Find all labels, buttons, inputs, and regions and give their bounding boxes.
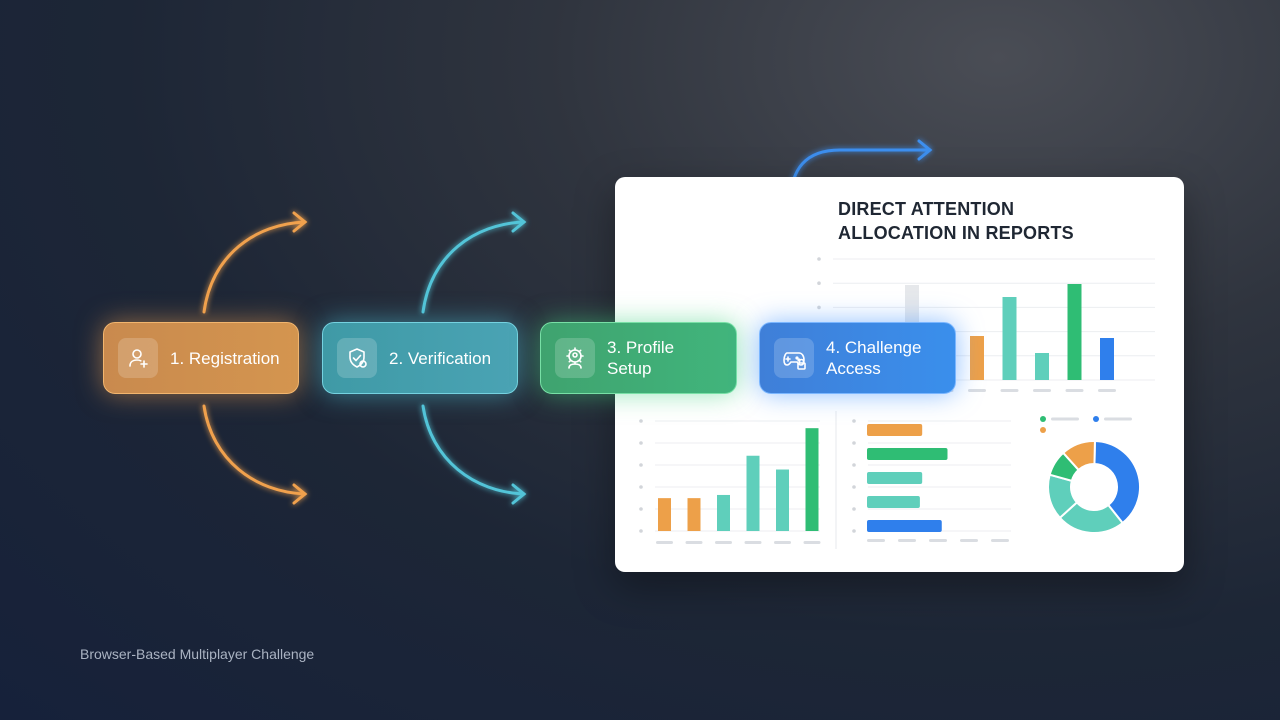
left-chart-xtick [803,541,821,544]
hbar-chart-tick-dot [852,463,856,467]
left-chart-xtick [774,541,791,544]
hbar-chart-tick-dot [852,529,856,533]
left-chart-bar [658,498,671,531]
step-verification-label: 2. Verification [389,348,492,368]
report-charts [639,257,1155,549]
donut-legend-label-placeholder [1104,417,1132,421]
top-chart-tick-dot [817,257,821,261]
left-chart-tick-dot [639,419,643,423]
hbar-chart-bar [867,448,948,460]
top-chart-xtick [1065,389,1084,392]
donut-slice [1061,440,1096,472]
left-chart-tick-dot [639,441,643,445]
gamepad-lock-icon [774,338,814,378]
top-chart-tick-dot [817,305,821,310]
top-chart-bar [970,336,984,380]
top-chart-bar [1067,284,1082,380]
top-chart-bar [1100,338,1114,380]
left-chart-tick-dot [639,463,643,467]
arc-orange [202,211,308,505]
hbar-chart-bar [867,472,923,484]
left-chart-bar [687,498,701,531]
top-chart-xtick [968,389,986,392]
footer-caption: Browser-Based Multiplayer Challenge [80,646,315,662]
left-chart-tick-dot [639,485,643,489]
left-chart-tick-dot [639,507,643,511]
hbar-chart-xtick [867,539,885,542]
hbar-chart-xtick [991,539,1009,542]
step-registration[interactable]: 1. Registration [103,322,299,394]
report-title-line-2: ALLOCATION IN REPORTS [838,223,1074,243]
hbar-chart-bar [867,496,920,508]
top-chart-xtick [1000,389,1019,392]
left-chart-xtick [744,541,762,544]
donut-legend-swatch [1040,416,1046,422]
hbar-chart-tick-dot [852,441,856,445]
hbar-chart-tick-dot [852,507,856,511]
donut-legend-label-placeholder [1051,417,1079,421]
hbar-chart-xtick [898,539,916,542]
step-challenge-access-label: 4. Challenge Access [826,338,922,378]
step-registration-label: 1. Registration [170,348,280,368]
hbar-chart-bar [867,520,942,532]
step-challenge-access[interactable]: 4. Challenge Access [759,322,956,394]
user-add-icon [118,338,158,378]
top-chart-xtick [1098,389,1116,392]
gear-user-icon [555,338,595,378]
hbar-chart-xtick [960,539,978,542]
hbar-chart-tick-dot [852,419,856,423]
top-chart-bar [1002,297,1017,380]
top-chart-bar [1035,353,1049,380]
left-chart-bar [805,428,819,531]
step-profile-setup[interactable]: 3. Profile Setup [540,322,737,394]
left-chart-xtick [656,541,673,544]
left-chart-bar [746,455,760,531]
hbar-chart-xtick [929,539,947,542]
report-title-line-1: DIRECT ATTENTION [838,199,1015,219]
hbar-chart-tick-dot [852,485,856,489]
donut-slice [1093,439,1141,525]
report-title: DIRECT ATTENTION ALLOCATION IN REPORTS [838,197,1138,245]
left-chart-xtick [685,541,703,544]
top-chart-tick-dot [817,281,821,285]
step-profile-setup-label: 3. Profile Setup [607,338,675,378]
left-chart-bar [776,469,789,531]
left-chart-xtick [715,541,732,544]
top-chart-xtick [1033,389,1051,392]
shield-check-icon [337,338,377,378]
left-chart-bar [717,494,730,531]
donut-legend-swatch [1093,416,1099,422]
donut-legend-swatch [1040,427,1046,433]
left-chart-tick-dot [639,529,643,533]
hbar-chart-bar [867,424,923,436]
step-verification[interactable]: 2. Verification [322,322,518,394]
arc-cyan [421,211,527,505]
